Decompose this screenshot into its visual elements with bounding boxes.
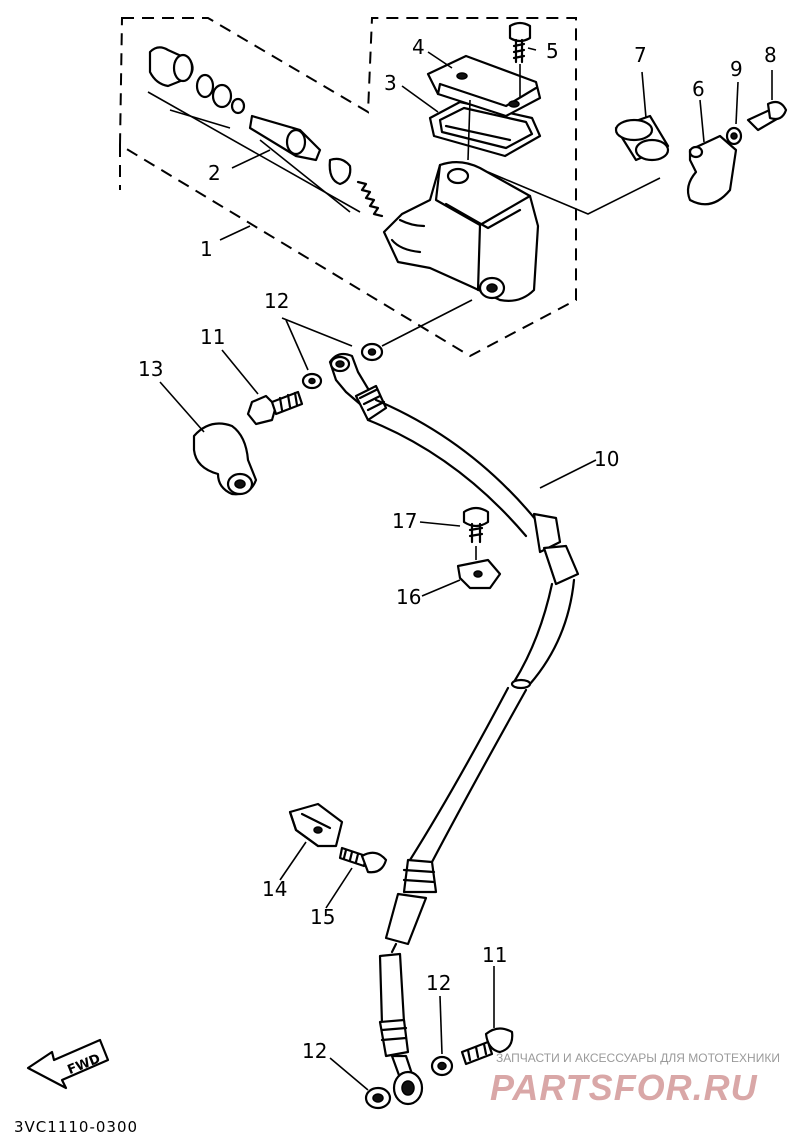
callout-11-upper: 11 (200, 325, 225, 349)
callout-7: 7 (634, 43, 647, 67)
callout-12-lower-right: 12 (426, 971, 451, 995)
brake-hose (328, 352, 580, 1106)
reservoir-cap-parts (426, 21, 542, 161)
callout-4: 4 (412, 35, 425, 59)
callout-8: 8 (764, 43, 777, 67)
watermark-brand: PARTSFOR.RU (490, 1067, 758, 1108)
callout-14: 14 (262, 877, 287, 901)
callout-9: 9 (730, 57, 743, 81)
callout-10: 10 (594, 447, 619, 471)
callout-11-lower: 11 (482, 943, 507, 967)
callout-6: 6 (692, 77, 705, 101)
callout-5: 5 (546, 39, 559, 63)
callout-3: 3 (384, 71, 397, 95)
watermark: ЗАПЧАСТИ И АКСЕССУАРЫ ДЛЯ МОТОТЕХНИКИ PA… (490, 1051, 780, 1108)
callout-13: 13 (138, 357, 163, 381)
lower-fittings (364, 1027, 514, 1110)
master-cylinder-body (382, 161, 540, 302)
diagram-code: 3VC1110-0300 (14, 1118, 138, 1136)
clamp-parts (487, 100, 788, 215)
callout-12-upper: 12 (264, 289, 289, 313)
lower-bracket-parts (288, 802, 388, 874)
watermark-tagline: ЗАПЧАСТИ И АКСЕССУАРЫ ДЛЯ МОТОТЕХНИКИ (496, 1051, 780, 1065)
leader-lines (159, 47, 773, 1091)
piston-kit (147, 46, 384, 218)
assembly-outline (118, 17, 577, 358)
callout-17: 17 (392, 509, 417, 533)
callout-labels: 1 2 3 4 5 6 7 8 9 10 11 11 12 12 12 13 1… (138, 35, 777, 1063)
callout-15: 15 (310, 905, 335, 929)
callout-16: 16 (396, 585, 421, 609)
fwd-arrow: FWD (26, 1038, 110, 1090)
upper-fittings (192, 299, 473, 496)
hose-clamp-parts (456, 506, 502, 590)
callout-1: 1 (200, 237, 213, 261)
callout-12-lower-left: 12 (302, 1039, 327, 1063)
callout-2: 2 (208, 161, 221, 185)
